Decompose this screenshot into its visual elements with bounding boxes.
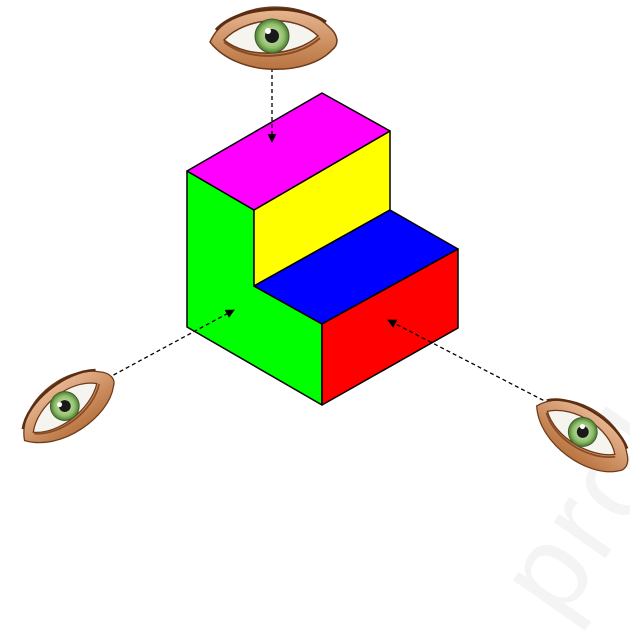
eye-icon: [523, 382, 630, 486]
eye-icon: [8, 354, 127, 459]
eye-icon: [210, 7, 337, 69]
left-view-arrow: [95, 310, 234, 385]
isometric-view-diagram: [0, 0, 630, 486]
stepped-block: [187, 93, 458, 405]
